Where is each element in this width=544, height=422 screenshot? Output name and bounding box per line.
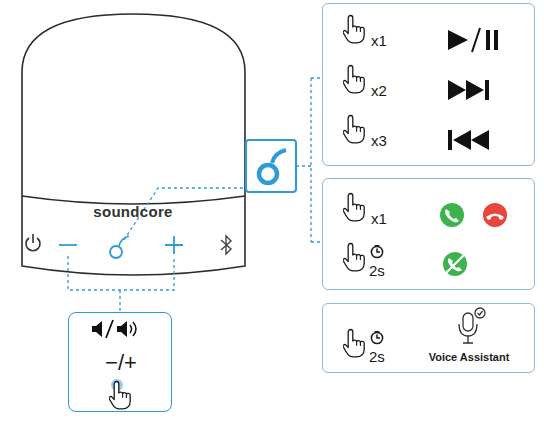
clock-icons bbox=[371, 332, 382, 344]
microphone-icon bbox=[459, 308, 485, 343]
volume-down-button bbox=[59, 244, 77, 246]
gesture-count: x1 bbox=[371, 32, 387, 49]
hand-icons bbox=[343, 16, 364, 43]
hand-icons bbox=[343, 66, 364, 93]
clock-icons bbox=[371, 246, 382, 258]
logo-button bbox=[110, 246, 122, 258]
reject-call-icon bbox=[443, 252, 467, 276]
leader-lines bbox=[119, 290, 120, 312]
logo-callout bbox=[259, 165, 277, 183]
microphone-icon bbox=[463, 336, 473, 343]
hand-icons bbox=[343, 16, 364, 357]
volume-icons bbox=[117, 321, 127, 337]
next-track-icon bbox=[448, 80, 489, 100]
hand-icons bbox=[343, 244, 364, 271]
play-pause-icon bbox=[448, 30, 468, 50]
gesture-count: x3 bbox=[371, 132, 387, 149]
power-button bbox=[32, 234, 34, 243]
microphone-icon bbox=[478, 311, 483, 315]
end-call-icon bbox=[483, 203, 507, 227]
leader-lines bbox=[296, 165, 311, 166]
gesture-panel: x1 x2 x3 bbox=[322, 3, 535, 166]
logo-callout bbox=[246, 140, 296, 192]
leader-lines bbox=[68, 78, 322, 312]
call-panel: x1 2s bbox=[322, 178, 535, 290]
logo-button bbox=[110, 236, 129, 258]
volume-icons bbox=[130, 322, 136, 336]
leader-lines bbox=[311, 78, 322, 242]
volume-icons bbox=[92, 320, 136, 338]
hand-icons bbox=[343, 194, 364, 221]
play-pause-icon bbox=[494, 30, 498, 50]
logo-button bbox=[119, 236, 129, 246]
assistant-panel: 2s Voice Assistant bbox=[322, 303, 535, 373]
next-track-icon bbox=[466, 80, 484, 100]
next-track-icon bbox=[448, 80, 466, 100]
bluetooth-button bbox=[221, 236, 231, 254]
play-pause-icon bbox=[448, 28, 498, 52]
gesture-count: −/+ bbox=[105, 350, 137, 375]
play-pause-icon bbox=[486, 30, 490, 50]
volume-icons bbox=[92, 321, 102, 337]
end-call-icon bbox=[483, 203, 507, 227]
gesture-count: x2 bbox=[371, 82, 387, 99]
previous-track-icon bbox=[453, 130, 471, 150]
leader-lines bbox=[68, 256, 174, 290]
hand-icon bbox=[109, 382, 130, 409]
leader-lines bbox=[310, 78, 311, 242]
previous-track-icon bbox=[448, 130, 489, 150]
logo-callout bbox=[246, 140, 296, 192]
volume-up-button bbox=[165, 236, 183, 254]
hand-icons bbox=[343, 330, 364, 357]
volume-up-button bbox=[165, 236, 183, 254]
logo-callout bbox=[272, 150, 286, 163]
microphone-icon bbox=[459, 324, 477, 336]
bluetooth-button bbox=[221, 236, 231, 254]
volume-icons bbox=[106, 320, 113, 338]
end-call-icon bbox=[486, 214, 504, 221]
microphone-icon bbox=[475, 308, 485, 318]
next-track-icon bbox=[485, 80, 489, 100]
brand-label: soundcore bbox=[93, 203, 172, 220]
power-button bbox=[26, 234, 40, 251]
previous-track-icon bbox=[448, 130, 452, 150]
play-pause-icon bbox=[472, 28, 480, 52]
volume-down-button bbox=[59, 244, 77, 246]
gesture-count: 2s bbox=[369, 348, 385, 365]
speaker-body bbox=[22, 14, 245, 275]
answer-call-icon bbox=[440, 203, 464, 227]
previous-track-icon bbox=[471, 130, 489, 150]
speaker-body bbox=[22, 14, 245, 275]
clock-icons bbox=[371, 246, 382, 344]
answer-call-icon bbox=[445, 209, 459, 222]
gesture-count: 2s bbox=[369, 262, 385, 279]
answer-call-icon bbox=[440, 203, 464, 227]
reject-call-icon bbox=[446, 255, 464, 273]
microphone-icon bbox=[463, 313, 473, 331]
speaker-body bbox=[22, 196, 245, 204]
volume-callout: −/+ bbox=[68, 312, 172, 412]
gesture-count: x1 bbox=[371, 210, 387, 227]
reject-call-icon bbox=[443, 252, 467, 276]
hand-icons bbox=[343, 116, 364, 143]
function-label: Voice Assistant bbox=[429, 351, 510, 364]
